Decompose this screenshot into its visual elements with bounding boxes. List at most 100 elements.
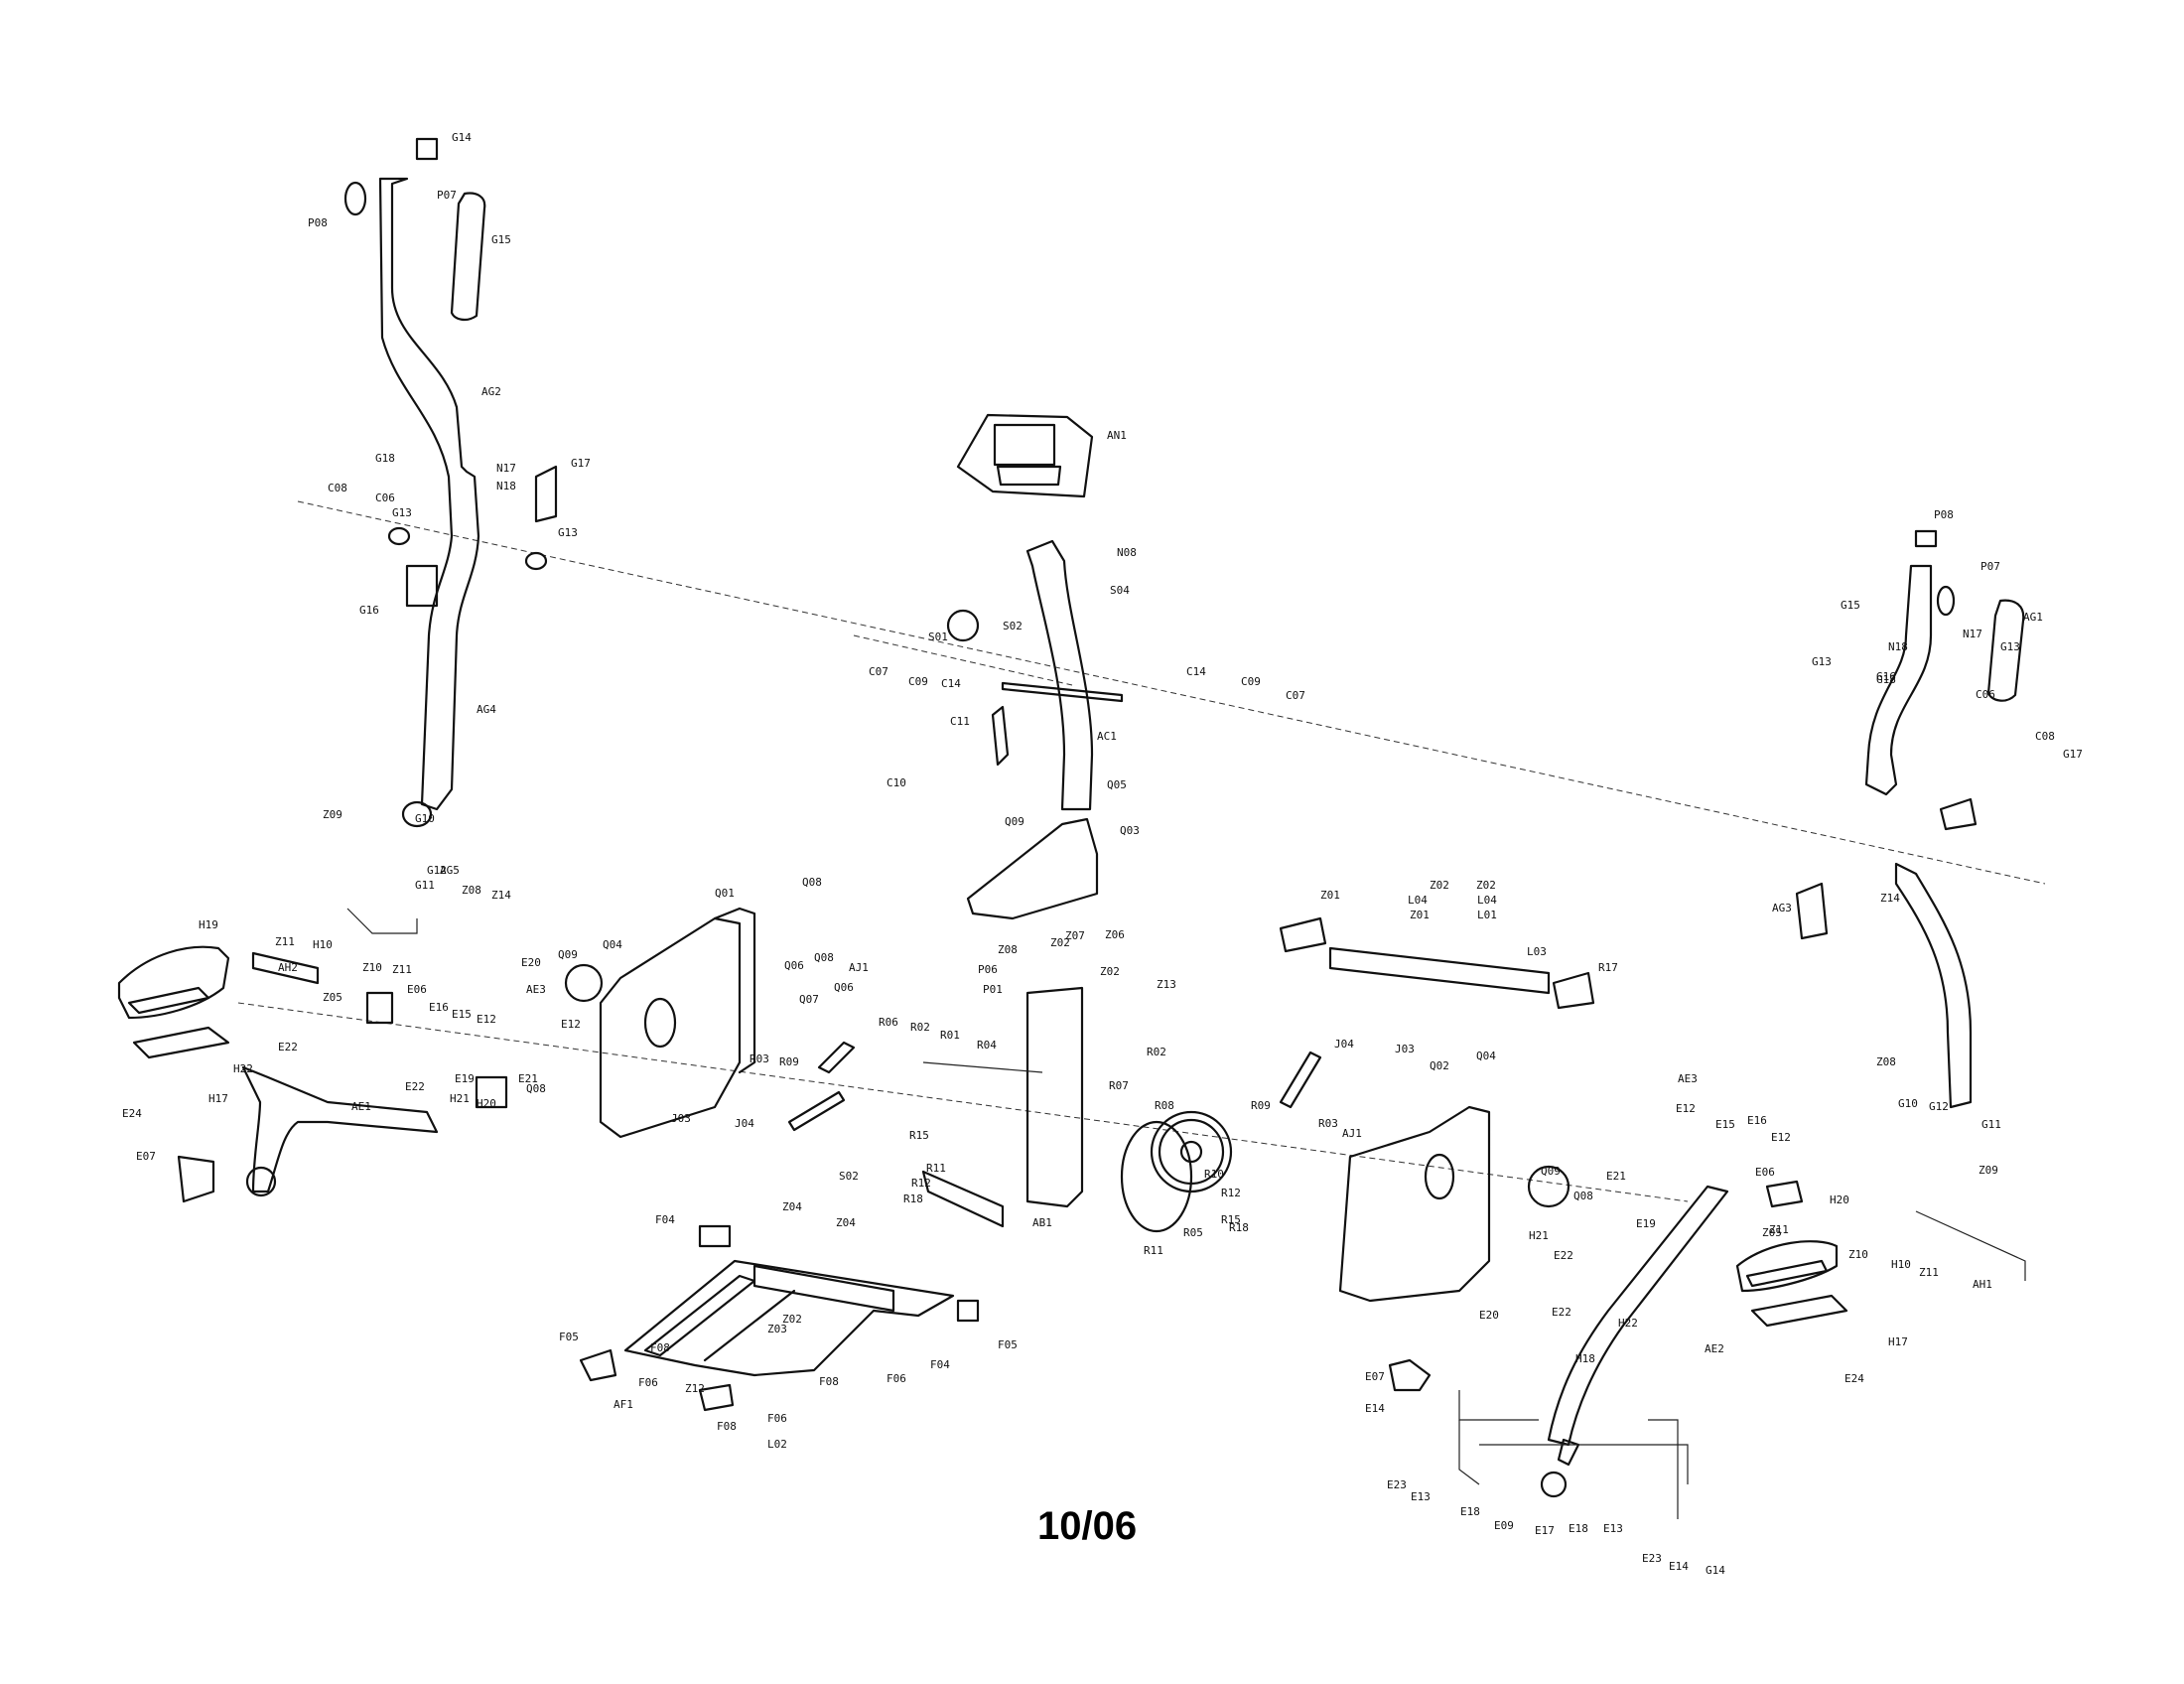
part-label: E13 (1411, 1490, 1431, 1503)
part-label: R12 (1221, 1187, 1241, 1199)
part-label: P06 (978, 963, 998, 976)
part-label: E14 (1365, 1402, 1385, 1415)
part-label: AH1 (1973, 1278, 1992, 1291)
part-label: J03 (671, 1112, 691, 1125)
part-label: Z08 (998, 943, 1018, 956)
part-label: E20 (521, 956, 541, 969)
part-label: H10 (313, 938, 333, 951)
part-label: F05 (998, 1338, 1018, 1351)
part-label: Z14 (1880, 892, 1900, 905)
part-label: F06 (887, 1372, 906, 1385)
part-label: G18 (1876, 673, 1896, 686)
central-post (946, 539, 1124, 920)
part-label: F08 (650, 1341, 670, 1354)
part-label: Z13 (1157, 978, 1176, 991)
part-label: S02 (1003, 620, 1023, 632)
part-label: G11 (1981, 1118, 2001, 1131)
part-label: E17 (1535, 1524, 1555, 1537)
part-label: H17 (208, 1092, 228, 1105)
part-label: E15 (1715, 1118, 1735, 1131)
part-label: F06 (767, 1412, 787, 1425)
part-label: F08 (819, 1375, 839, 1388)
part-label: E06 (1755, 1166, 1775, 1179)
part-label: R07 (1109, 1079, 1129, 1092)
part-label: E12 (1676, 1102, 1696, 1115)
part-label: E09 (1494, 1519, 1514, 1532)
part-label: AJ1 (849, 961, 869, 974)
part-label: Z04 (782, 1200, 802, 1213)
part-label: G16 (1876, 670, 1896, 683)
part-label: E06 (407, 983, 427, 996)
part-label: AE2 (1705, 1342, 1724, 1355)
left-handlebar-arm (343, 137, 558, 828)
part-label: G13 (558, 526, 578, 539)
part-label: R11 (1144, 1244, 1163, 1257)
part-label: J04 (735, 1117, 754, 1130)
part-label: H17 (1888, 1335, 1908, 1348)
part-label: E15 (452, 1008, 472, 1021)
part-label: Q09 (558, 948, 578, 961)
part-label: F05 (559, 1331, 579, 1343)
part-label: G13 (1812, 655, 1832, 668)
part-label: E14 (1669, 1560, 1689, 1573)
part-label: E20 (1479, 1309, 1499, 1322)
part-label: AG3 (1772, 902, 1792, 914)
part-label: E21 (518, 1072, 538, 1085)
part-label: R02 (1147, 1046, 1166, 1058)
part-label: Z10 (1848, 1248, 1868, 1261)
part-label: Z05 (323, 991, 342, 1004)
part-label: Z11 (1919, 1266, 1939, 1279)
part-label: J03 (1395, 1043, 1415, 1055)
frame-base (579, 986, 1084, 1412)
part-label: Z02 (1050, 936, 1070, 949)
part-label: Z10 (362, 961, 382, 974)
part-label: Z12 (685, 1382, 705, 1395)
part-label: E12 (1771, 1131, 1791, 1144)
part-label: Z02 (1430, 879, 1449, 892)
part-label: C14 (1186, 665, 1206, 678)
part-label: Q08 (526, 1082, 546, 1095)
part-label: Z11 (1769, 1223, 1789, 1236)
footer-code: 10/06 (1037, 1504, 1138, 1548)
part-label: R18 (903, 1193, 923, 1205)
part-label: G15 (491, 233, 511, 246)
part-label: AN1 (1107, 429, 1127, 442)
part-labels: G14P08P07G15AG2G18N17N18G17C08C06G13G13G… (122, 131, 2083, 1577)
part-label: AG2 (481, 385, 501, 398)
part-label: N17 (496, 462, 516, 475)
part-label: Q09 (1541, 1165, 1561, 1178)
part-label: S01 (928, 631, 948, 643)
part-label: F04 (930, 1358, 950, 1371)
part-label: H10 (1891, 1258, 1911, 1271)
part-label: L04 (1477, 894, 1497, 907)
part-label: Z01 (1320, 889, 1340, 902)
upper-cross-bar (1279, 916, 1595, 1010)
part-label: E07 (136, 1150, 156, 1163)
part-label: R08 (1155, 1099, 1174, 1112)
part-label: Q04 (603, 938, 622, 951)
part-label: R01 (940, 1029, 960, 1042)
part-label: R15 (1221, 1213, 1241, 1226)
part-label: E19 (1636, 1217, 1656, 1230)
part-label: H21 (1529, 1229, 1549, 1242)
part-label: F04 (655, 1213, 675, 1226)
part-label: E22 (1552, 1306, 1571, 1319)
part-label: E21 (1606, 1170, 1626, 1183)
part-label: E23 (1642, 1552, 1662, 1565)
part-label: P07 (1980, 560, 2000, 573)
part-label: L03 (1527, 945, 1547, 958)
part-label: AJ1 (1342, 1127, 1362, 1140)
part-label: Z01 (1410, 909, 1430, 921)
part-label: N18 (1888, 640, 1908, 653)
part-label: E18 (1569, 1522, 1588, 1535)
part-label: AG4 (477, 703, 496, 716)
part-label: Q02 (1430, 1059, 1449, 1072)
part-label: C10 (887, 776, 906, 789)
part-label: R15 (909, 1129, 929, 1142)
part-label: G17 (2063, 748, 2083, 761)
part-label: E07 (1365, 1370, 1385, 1383)
part-label: E24 (122, 1107, 142, 1120)
part-label: E12 (561, 1018, 581, 1031)
part-label: AC1 (1097, 730, 1117, 743)
